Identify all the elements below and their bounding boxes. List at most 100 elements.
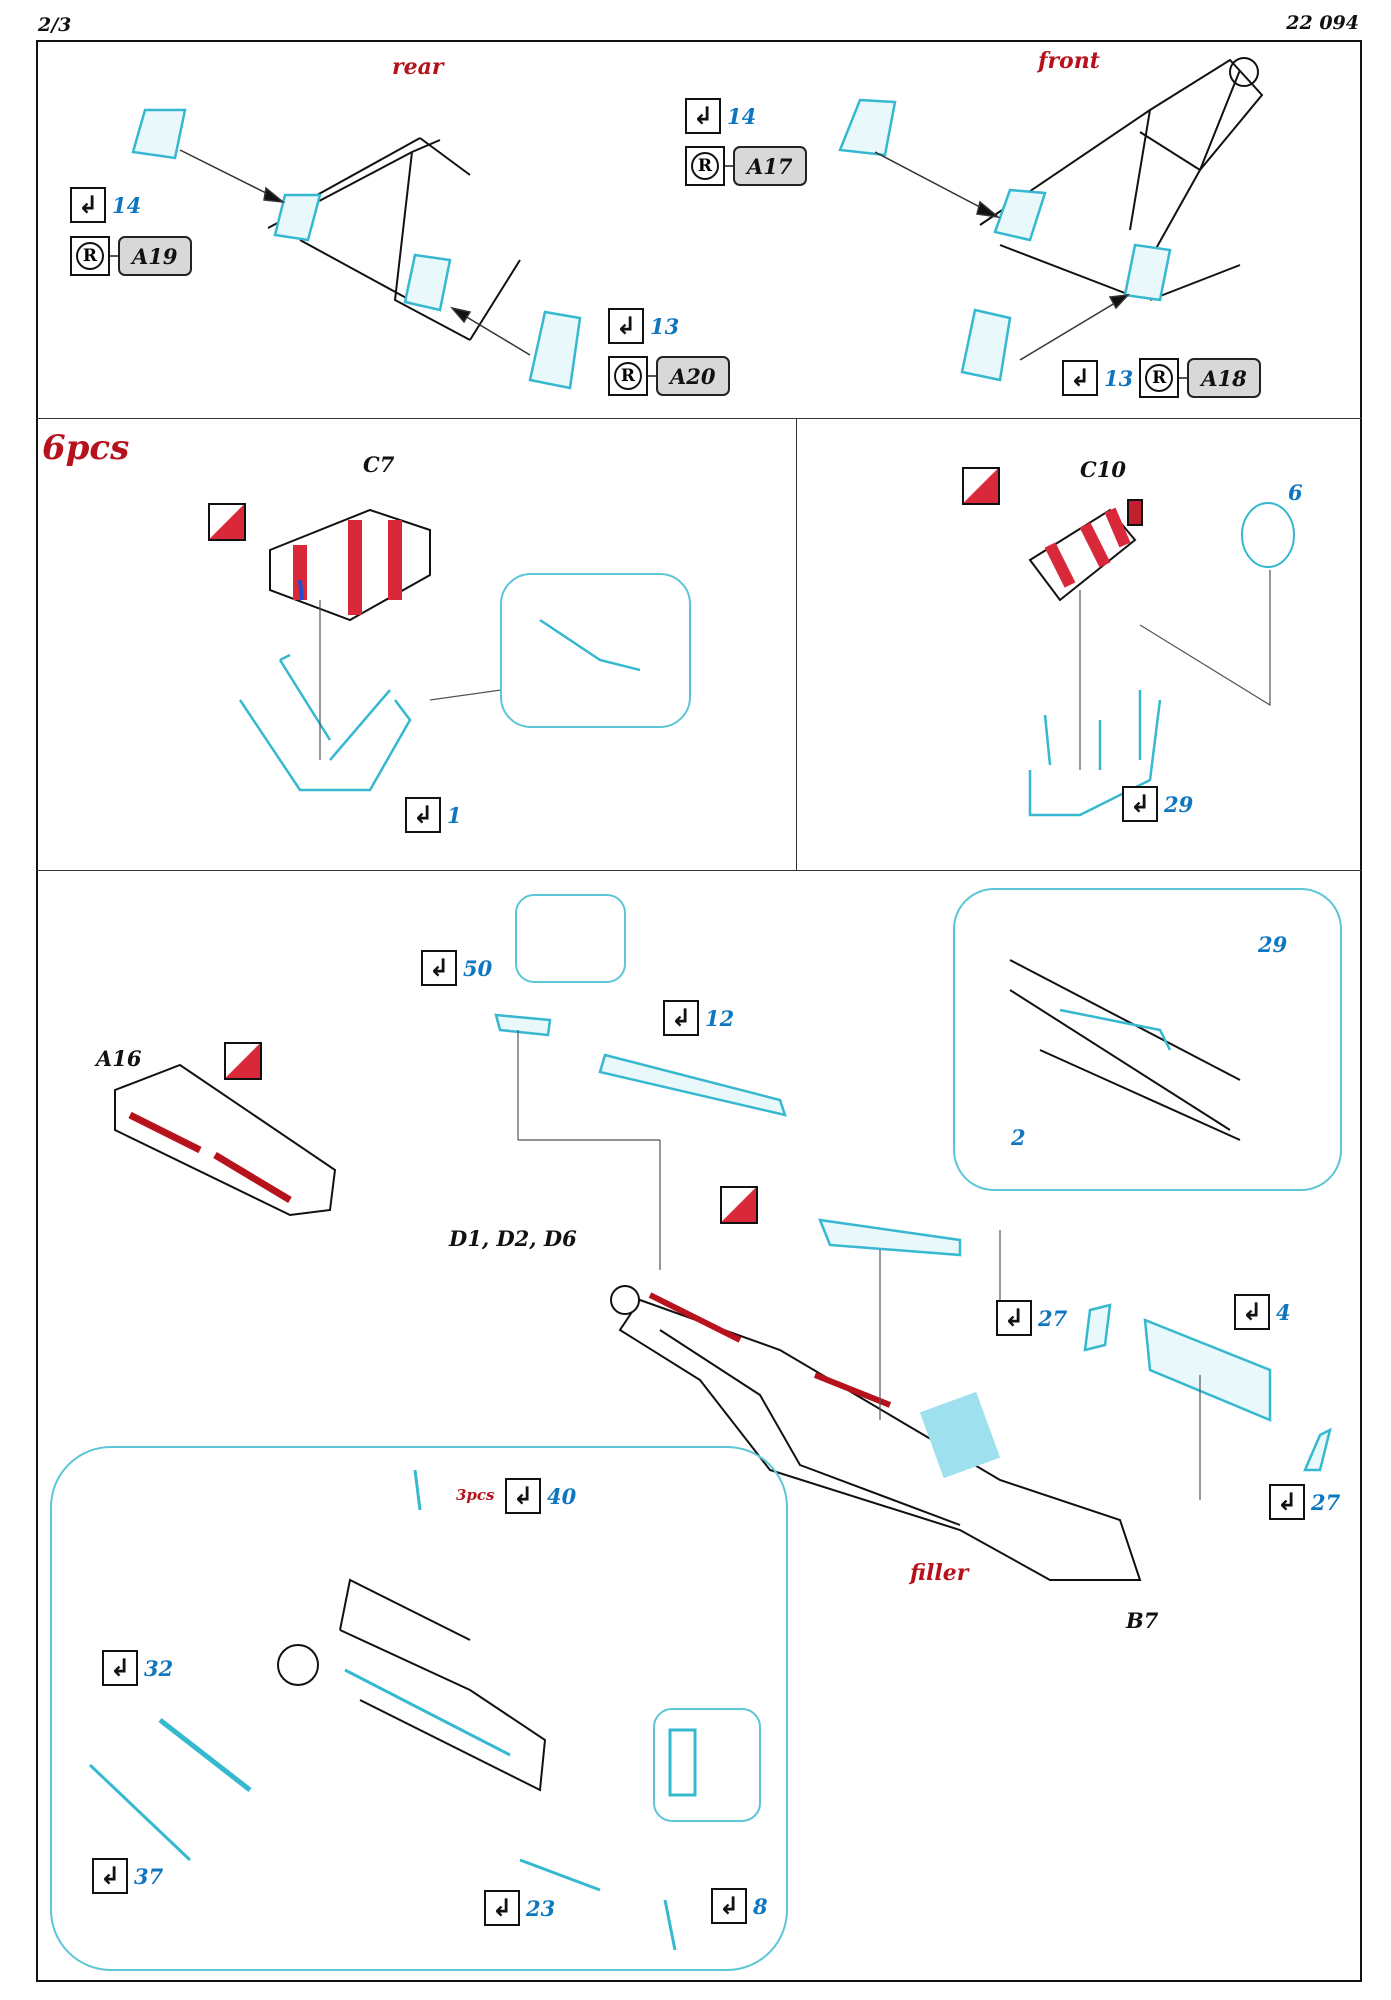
tool-detail-bubble — [50, 1446, 788, 1971]
rear-label: rear — [392, 54, 444, 80]
bend-number: 40 — [547, 1483, 577, 1509]
leader-lines — [319, 600, 502, 760]
bend-number: 4 — [1276, 1299, 1291, 1325]
detail-bubble — [953, 888, 1342, 1191]
quantity-label: 6pcs — [42, 428, 130, 468]
bend-icon: ↲ — [1269, 1484, 1305, 1520]
red-paint-icon — [208, 503, 246, 541]
bend-number: 23 — [526, 1895, 556, 1921]
bend-number: 37 — [134, 1863, 164, 1889]
part-C7-label: C7 — [363, 452, 395, 477]
page-number: 2/3 — [38, 14, 72, 36]
bend-callout: ↲4 — [1234, 1294, 1291, 1330]
bend-callout: ↲14 — [70, 187, 141, 223]
ammo-box-drawing — [114, 1063, 337, 1217]
bend-icon: ↲ — [1122, 786, 1158, 822]
front-etch-parts — [838, 98, 1172, 382]
extinguisher-bracket — [1028, 690, 1162, 817]
part-A16-label: A16 — [96, 1046, 142, 1071]
detail-hull-lines — [1009, 959, 1241, 1141]
rear-hull-drawing — [267, 137, 521, 341]
bend-number: 8 — [753, 1893, 768, 1919]
product-code: 22 094 — [1286, 12, 1359, 34]
bend-callout: ↲13 R A18 — [1062, 358, 1261, 398]
tool-etch-parts — [88, 1469, 697, 1951]
bend-icon: ↲ — [421, 950, 457, 986]
bend-icon: ↲ — [1234, 1294, 1270, 1330]
jerrycan-bracket — [238, 653, 412, 792]
bend-icon: ↲ — [996, 1300, 1032, 1336]
bend-number: 13 — [650, 313, 680, 339]
bend-icon: ↲ — [102, 1650, 138, 1686]
bend-callout: ↲8 — [711, 1888, 768, 1924]
detail-etch-part — [1059, 1008, 1172, 1051]
bend-callout: ↲27 — [996, 1300, 1067, 1336]
reference-part-A17: R A17 — [685, 146, 807, 186]
ring-part — [1241, 502, 1295, 568]
front-arrows — [874, 151, 1130, 361]
front-label: front — [1038, 48, 1100, 74]
bend-icon: ↲ — [405, 797, 441, 833]
detail-part-number: 2 — [1011, 1125, 1026, 1150]
replace-icon: R — [1145, 364, 1174, 392]
bend-icon: ↲ — [1062, 360, 1098, 396]
bend-icon: ↲ — [505, 1478, 541, 1514]
bend-icon: ↲ — [92, 1858, 128, 1894]
tool-inset-bubble — [653, 1708, 761, 1822]
ring-part-number: 6 — [1288, 480, 1303, 505]
detail-inset-part — [539, 618, 641, 672]
bend-number: 50 — [463, 955, 493, 981]
bend-number: 1 — [447, 802, 462, 828]
fire-extinguisher-drawing — [1028, 499, 1143, 602]
bend-callout: ↲14 — [685, 98, 756, 134]
bend-callout: ↲27 — [1269, 1484, 1340, 1520]
bend-callout: ↲40 — [505, 1478, 576, 1514]
bend-number: 27 — [1311, 1489, 1341, 1515]
replace-icon: R — [691, 152, 719, 180]
rear-arrows — [179, 149, 531, 356]
bend-number: 13 — [1104, 365, 1134, 391]
bend-callout: ↲50 — [421, 950, 492, 986]
bend-callout: ↲37 — [92, 1858, 163, 1894]
tool-rack-drawing — [277, 1578, 547, 1792]
reference-part-A20: R A20 — [608, 356, 730, 396]
reference-part-A18: R A18 — [1139, 358, 1261, 398]
rear-etch-parts — [131, 108, 582, 390]
bend-number: 12 — [705, 1005, 735, 1031]
red-paint-icon — [720, 1186, 758, 1224]
part-C10-label: C10 — [1080, 457, 1126, 482]
section3-etch-parts — [494, 1013, 1332, 1472]
bend-number: 32 — [144, 1655, 174, 1681]
bend-icon: ↲ — [663, 1000, 699, 1036]
section-divider — [796, 418, 797, 870]
bend-icon: ↲ — [608, 308, 644, 344]
bend-icon: ↲ — [685, 98, 721, 134]
bend-icon: ↲ — [711, 1888, 747, 1924]
part-label: A18 — [1187, 358, 1261, 398]
bend-callout: ↲32 — [102, 1650, 173, 1686]
detail-inset — [500, 573, 691, 728]
bend-icon: ↲ — [484, 1890, 520, 1926]
bend-number: 27 — [1038, 1305, 1068, 1331]
quantity-label: 3pcs — [456, 1486, 495, 1504]
front-hull-drawing — [979, 57, 1264, 301]
bend-callout: ↲12 — [663, 1000, 734, 1036]
section-divider — [36, 418, 1362, 419]
part-B7-label: B7 — [1126, 1608, 1159, 1633]
parts-D-label: D1, D2, D6 — [449, 1226, 577, 1251]
bend-number: 14 — [112, 192, 142, 218]
bend-callout: ↲1 — [405, 797, 462, 833]
bend-callout: ↲29 — [1122, 786, 1193, 822]
part-label: A20 — [656, 356, 730, 396]
jerrycan-drawing — [269, 508, 431, 622]
bend-icon: ↲ — [70, 187, 106, 223]
part-label: A17 — [733, 146, 807, 186]
small-detail-bubble — [515, 894, 626, 983]
bend-callout: ↲13 — [608, 308, 679, 344]
detail-part-number: 29 — [1258, 932, 1288, 957]
hull-red-parts — [648, 1292, 892, 1408]
replace-icon: R — [614, 362, 642, 390]
section-divider — [36, 870, 1362, 871]
